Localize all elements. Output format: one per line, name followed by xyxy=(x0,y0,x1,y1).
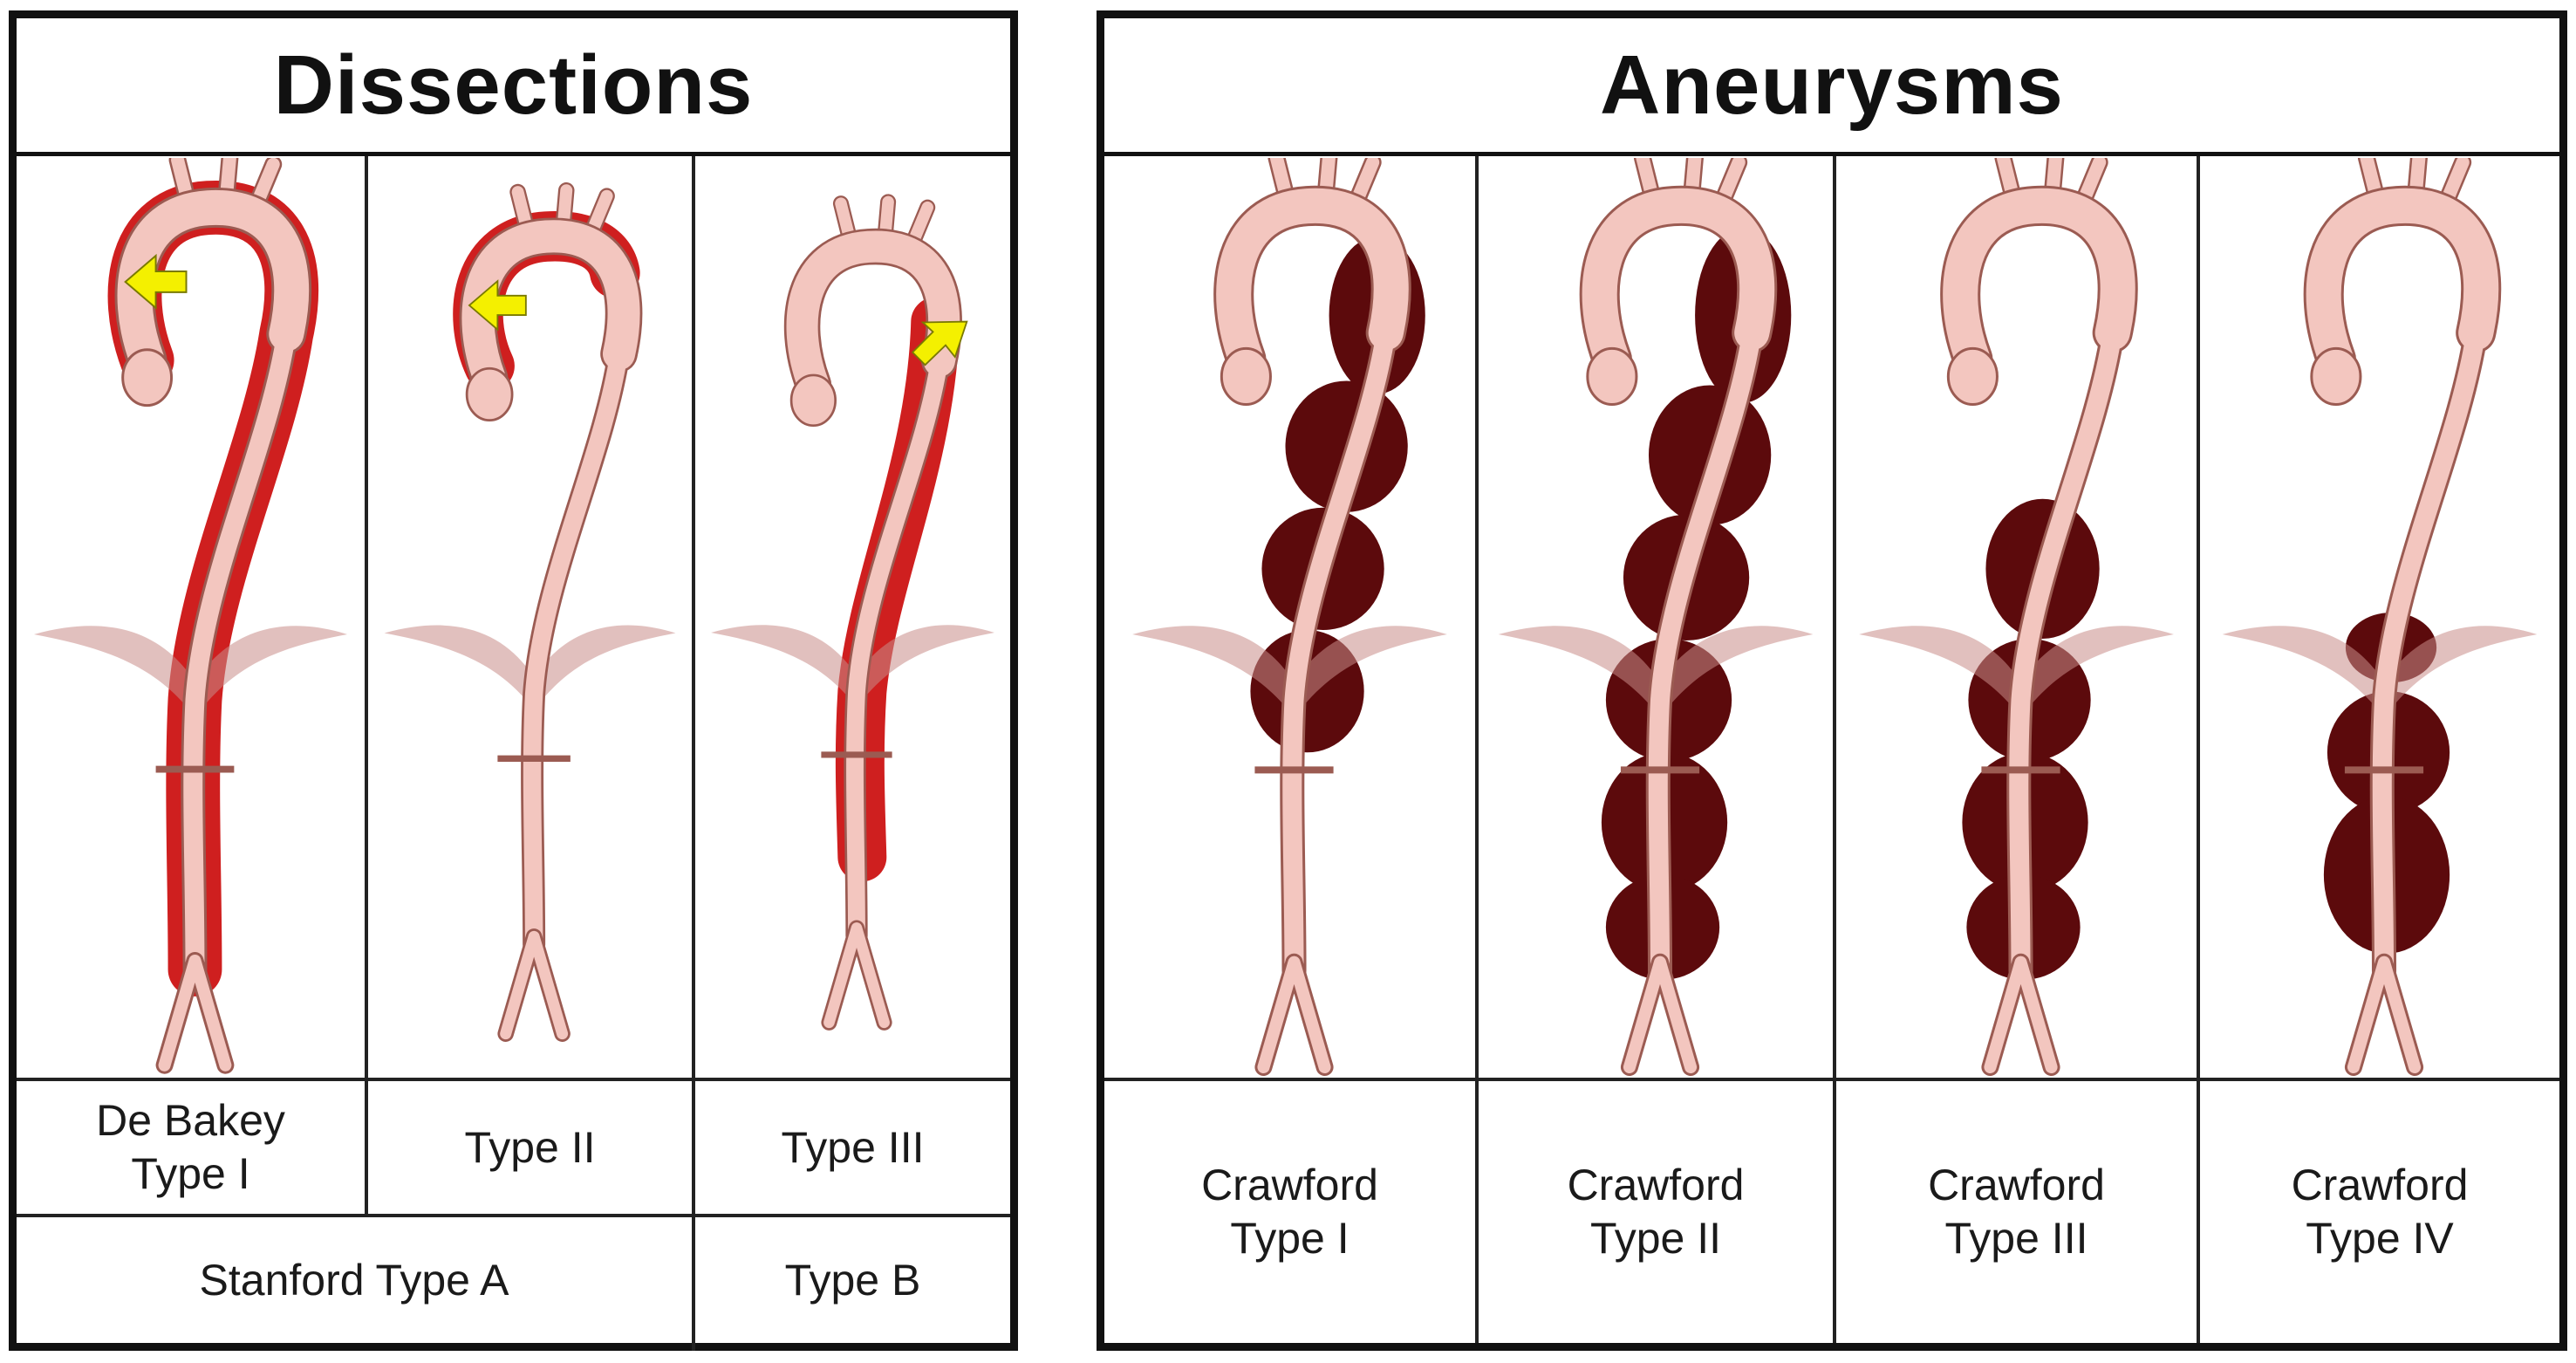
debakey-type-1-label: De Bakey Type I xyxy=(96,1096,285,1198)
descending-aorta xyxy=(2009,323,2122,981)
iliac-arteries xyxy=(158,955,232,1072)
dissection-debakey-type-1-illustration xyxy=(33,158,348,1074)
divider xyxy=(365,156,368,1216)
aortic-arch xyxy=(117,190,310,378)
iliac-arteries xyxy=(2347,955,2422,1073)
type-2-label: Type II xyxy=(464,1122,596,1172)
diaphragm xyxy=(384,625,676,710)
stanford-type-b-label: Type B xyxy=(784,1255,921,1305)
dissection-type-3-illustration xyxy=(711,194,994,1031)
divider xyxy=(1833,156,1836,1343)
aneurysms-panel: Aneurysms Crawford Type I Crawford Type … xyxy=(1097,10,2567,1351)
divider xyxy=(1475,156,1479,1343)
aortic-arch xyxy=(1216,188,1409,377)
aorta-diagram xyxy=(1859,158,2174,1076)
iliac-arteries xyxy=(500,930,569,1040)
diaphragm xyxy=(33,626,348,717)
crawford-type-1-label: Crawford Type I xyxy=(1201,1161,1378,1263)
divider xyxy=(17,1078,1010,1081)
diaphragm xyxy=(2222,626,2538,718)
aorta-diagram xyxy=(2222,158,2538,1076)
iliac-arteries xyxy=(823,922,890,1029)
divider xyxy=(2197,156,2200,1343)
dissections-title: Dissections xyxy=(17,18,1010,156)
aneurysms-title: Aneurysms xyxy=(1104,18,2559,156)
entry-tear-arrow xyxy=(468,279,527,332)
entry-tear-arrow xyxy=(911,320,968,366)
stanford-type-a-label: Stanford Type A xyxy=(199,1255,509,1305)
crawford-type-4-label: Crawford Type IV xyxy=(2291,1161,2469,1263)
iliac-arteries xyxy=(1257,955,1331,1073)
divider xyxy=(692,156,695,1351)
crawford-type-1-illustration xyxy=(1132,158,1447,1076)
aorta-diagram xyxy=(384,182,676,1042)
aortic-root xyxy=(1586,346,1638,407)
diaphragm xyxy=(1498,626,1814,718)
dissections-panel: Dissections De Bakey Type I Type II Type… xyxy=(9,10,1018,1351)
aortic-root xyxy=(2310,346,2362,407)
type-3-label: Type III xyxy=(781,1122,925,1172)
descending-aorta xyxy=(846,352,948,945)
iliac-arteries xyxy=(1623,955,1698,1073)
diaphragm xyxy=(1132,626,1447,718)
iliac-arteries xyxy=(1984,955,2058,1073)
aorta-diagram xyxy=(1132,158,1447,1076)
crawford-type-3-label: Crawford Type III xyxy=(1928,1161,2105,1263)
crawford-type-2-label: Crawford Type II xyxy=(1567,1161,1745,1263)
aortic-root xyxy=(121,348,174,408)
descending-aorta xyxy=(1282,323,1396,981)
aortic-root xyxy=(465,366,514,422)
dissection-type-2-illustration xyxy=(384,182,676,1042)
divider xyxy=(1104,1078,2559,1081)
aortic-arch xyxy=(2306,188,2499,377)
diaphragm xyxy=(711,625,994,708)
diaphragm xyxy=(1859,626,2174,718)
aorta-diagram xyxy=(1498,158,1814,1076)
crawford-type-2-illustration xyxy=(1498,158,1814,1076)
descending-aorta xyxy=(183,324,297,979)
aortic-arch xyxy=(1582,188,1775,377)
descending-aorta xyxy=(1648,323,1762,981)
crawford-type-4-illustration xyxy=(2222,158,2538,1076)
entry-tear-arrow xyxy=(124,253,188,311)
divider xyxy=(17,1214,1010,1217)
aorta-diagram xyxy=(33,158,348,1074)
aorta-diagram xyxy=(711,194,994,1031)
descending-aorta xyxy=(523,345,628,954)
aortic-root xyxy=(1220,346,1272,407)
aortic-arch xyxy=(461,220,640,394)
aortic-root xyxy=(789,373,837,428)
aortic-root xyxy=(1946,346,1999,407)
descending-aorta xyxy=(2372,323,2486,981)
aortic-arch xyxy=(1943,188,2135,377)
crawford-type-3-illustration xyxy=(1859,158,2174,1076)
aortic-arch xyxy=(786,230,960,401)
